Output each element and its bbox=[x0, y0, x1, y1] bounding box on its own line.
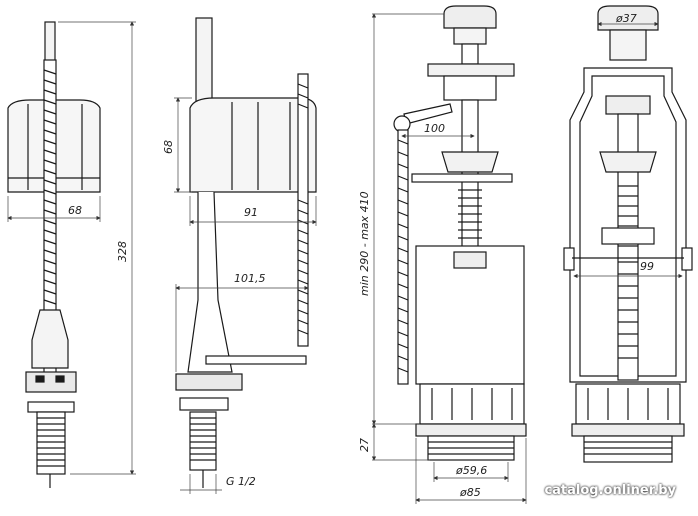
lever-reach-label: 100 bbox=[424, 122, 445, 135]
dim-base-inner bbox=[433, 462, 509, 482]
dim-float-span bbox=[189, 196, 317, 226]
float-width-label: 68 bbox=[68, 204, 82, 217]
base-height-label: 27 bbox=[358, 438, 371, 452]
height-range-label: min 290 - max 410 bbox=[358, 191, 371, 296]
overflow-width-label: 99 bbox=[640, 260, 654, 273]
thread-label: G 1/2 bbox=[226, 475, 256, 488]
base-outer-diameter-label: ø85 bbox=[459, 486, 481, 499]
dim-base-height bbox=[371, 423, 430, 461]
flush-valve-front-view bbox=[393, 5, 527, 461]
float-height-label: 68 bbox=[162, 140, 175, 154]
flush-valve-side-view bbox=[563, 5, 693, 463]
dim-float-width bbox=[7, 196, 101, 222]
dim-float-height bbox=[174, 97, 192, 193]
dim-height-range bbox=[371, 13, 444, 425]
button-diameter-label: ø37 bbox=[615, 12, 637, 25]
float-span-label: 91 bbox=[244, 206, 258, 219]
dim-base-outer bbox=[415, 438, 527, 504]
dim-total-height bbox=[58, 21, 136, 475]
base-inner-diameter-label: ø59,6 bbox=[455, 464, 487, 477]
dim-thread bbox=[180, 474, 222, 494]
inlet-valve-side-view bbox=[175, 17, 317, 488]
watermark: catalog.onliner.by bbox=[544, 483, 676, 498]
total-height-label: 328 bbox=[116, 241, 129, 262]
inlet-valve-front-view bbox=[7, 21, 101, 488]
dim-arm-span bbox=[175, 284, 309, 372]
arm-span-label: 101,5 bbox=[234, 272, 266, 285]
